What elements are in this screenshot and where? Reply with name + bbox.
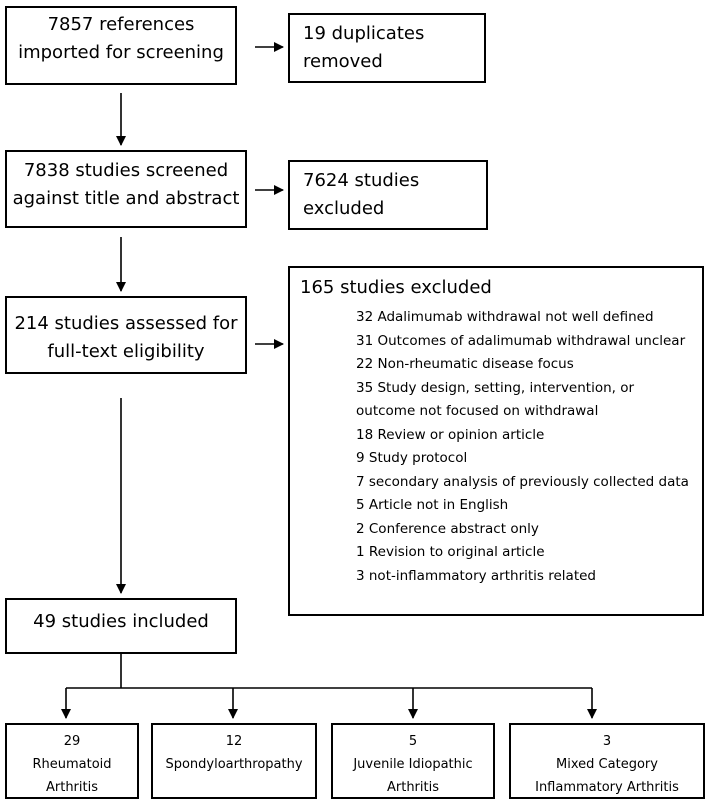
excluded-screen-line1: 7624 studies bbox=[303, 170, 420, 191]
category-box-juvenile: 5 Juvenile Idiopathic Arthritis bbox=[331, 723, 495, 799]
exclusion-item: 22 Non-rheumatic disease focus bbox=[356, 356, 574, 372]
exclusion-item: 7 secondary analysis of previously colle… bbox=[356, 473, 689, 490]
exclusion-item: 9 Study protocol bbox=[356, 450, 468, 466]
exclusion-item: 1 Revision to original article bbox=[356, 544, 545, 560]
exclusions-list: 32 Adalimumab withdrawal not well define… bbox=[300, 306, 702, 588]
category-label-line1: Juvenile Idiopathic bbox=[353, 757, 473, 772]
category-count: 29 bbox=[63, 734, 81, 749]
screened-box: 7838 studies screened against title and … bbox=[5, 150, 247, 228]
excluded-screen-box: 7624 studies excluded bbox=[288, 160, 488, 230]
screened-line2: against title and abstract bbox=[12, 188, 240, 209]
category-label-line2: Arthritis bbox=[45, 780, 98, 795]
category-label-line2: Arthritis bbox=[386, 780, 439, 795]
assessed-line1: 214 studies assessed for bbox=[14, 313, 238, 334]
exclusions-box: 165 studies excluded 32 Adalimumab withd… bbox=[288, 266, 704, 616]
category-label-line2: Inflammatory Arthritis bbox=[535, 780, 679, 795]
exclusion-item: outcome not focused on withdrawal bbox=[356, 403, 599, 419]
duplicates-box: 19 duplicates removed bbox=[288, 13, 486, 83]
included-box: 49 studies included bbox=[5, 598, 237, 654]
assessed-line2: full-text eligibility bbox=[47, 341, 205, 362]
excluded-screen-line2: excluded bbox=[303, 198, 385, 219]
exclusion-item: 3 not-inflammatory arthritis related bbox=[356, 567, 596, 584]
imported-line2: imported for screening bbox=[18, 42, 224, 63]
category-box-spondyloarthropathy: 12 Spondyloarthropathy bbox=[151, 723, 317, 799]
category-label-line1: Rheumatoid bbox=[32, 757, 112, 772]
category-box-mixed: 3 Mixed Category Inflammatory Arthritis bbox=[509, 723, 705, 799]
imported-box: 7857 references imported for screening bbox=[5, 6, 237, 85]
imported-line1: 7857 references bbox=[47, 14, 195, 35]
exclusions-title: 165 studies excluded bbox=[300, 277, 492, 298]
assessed-box: 214 studies assessed for full-text eligi… bbox=[5, 296, 247, 374]
included-text: 49 studies included bbox=[33, 611, 209, 632]
category-count: 3 bbox=[602, 734, 612, 749]
exclusion-item: 18 Review or opinion article bbox=[356, 426, 545, 443]
category-box-rheumatoid: 29 Rheumatoid Arthritis bbox=[5, 723, 139, 799]
exclusion-item: 5 Article not in English bbox=[356, 497, 509, 513]
exclusion-item: 31 Outcomes of adalimumab withdrawal unc… bbox=[356, 332, 686, 349]
exclusion-item: 32 Adalimumab withdrawal not well define… bbox=[356, 309, 654, 325]
category-label-line1: Mixed Category bbox=[556, 757, 658, 772]
exclusion-item: 2 Conference abstract only bbox=[356, 520, 539, 537]
category-count: 12 bbox=[225, 734, 243, 749]
exclusion-item: 35 Study design, setting, intervention, … bbox=[356, 379, 635, 396]
category-label-line1: Spondyloarthropathy bbox=[165, 757, 303, 772]
duplicates-line1: 19 duplicates bbox=[303, 23, 425, 44]
category-count: 5 bbox=[408, 734, 418, 749]
duplicates-line2: removed bbox=[303, 51, 383, 72]
screened-line1: 7838 studies screened bbox=[23, 160, 229, 181]
